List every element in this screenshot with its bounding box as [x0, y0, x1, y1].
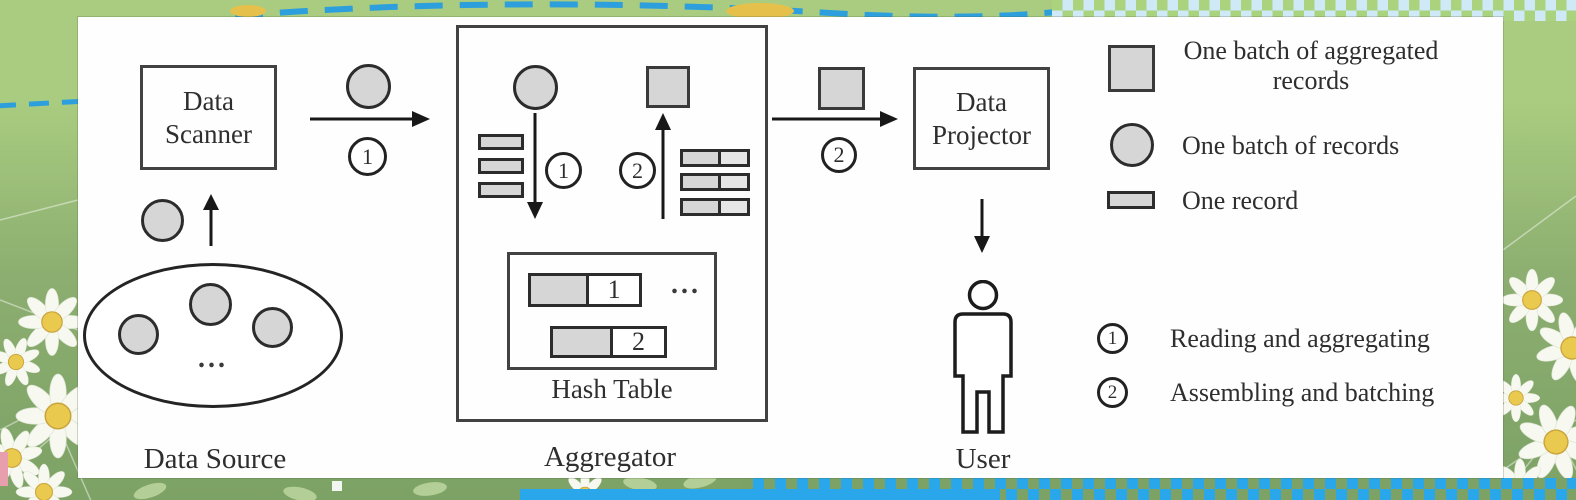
legend-record-label: One record — [1182, 186, 1299, 215]
legend-step-2-label: Assembling and batching — [1170, 378, 1435, 407]
data-source-label: Data Source — [143, 443, 287, 475]
data-scanner-label-line1: Data — [183, 85, 234, 116]
batch-of-records-icon — [118, 314, 159, 355]
aggregated-record-icon — [680, 149, 750, 167]
white-square-decoration — [332, 481, 342, 491]
flow2-arrow — [772, 111, 898, 127]
aggregator-label: Aggregator — [543, 441, 677, 473]
legend-batch-swatch — [1110, 123, 1154, 167]
step-1-badge: 1 — [348, 137, 387, 176]
legend-aggregated-batch-swatch — [1108, 45, 1155, 92]
pink-sliver-decoration — [0, 452, 8, 486]
legend-aggregated-batch-label: One batch of aggregated records — [1183, 36, 1439, 95]
aggregated-batch-square-icon — [818, 67, 865, 110]
legend-batch-label: One batch of records — [1182, 131, 1400, 160]
data-projector-box: Data Projector — [913, 67, 1050, 170]
aggregator-step-1-badge: 1 — [545, 152, 582, 189]
hash-entry-key-cell: 2 — [631, 327, 645, 356]
hash-entry-record-cell — [553, 329, 613, 355]
aggregated-record-icon — [680, 173, 750, 191]
legend-step-2-badge: 2 — [1097, 377, 1128, 408]
hash-entry-record-cell — [531, 276, 590, 304]
legend-step-1-badge: 1 — [1097, 323, 1128, 354]
legend-record-swatch — [1107, 191, 1155, 209]
hash-table-label: Hash Table — [551, 374, 673, 404]
leaf-decoration — [282, 484, 318, 500]
user-label: User — [955, 443, 1011, 475]
source-to-scanner-arrow — [203, 194, 219, 246]
legend-step-1-label: Reading and aggregating — [1170, 324, 1430, 353]
daisy-flower — [17, 287, 87, 357]
aggregated-record-icon — [680, 198, 750, 216]
data-projector-label-line2: Projector — [932, 119, 1031, 150]
record-icon — [478, 158, 524, 174]
batch-of-records-icon — [141, 199, 184, 242]
aggregator-down-arrow — [527, 113, 543, 219]
top-checkerboard-strip — [1052, 0, 1576, 21]
aggregated-batch-square-icon — [646, 66, 690, 108]
dashed-blue-line-left — [0, 98, 87, 109]
data-source-ellipsis: ... — [198, 343, 228, 374]
data-scanner-box: Data Scanner — [140, 65, 277, 170]
figure-panel: Data Scanner ... Data Source 1 1 2 — [78, 17, 1503, 478]
record-icon — [478, 182, 524, 198]
data-scanner-label-line2: Scanner — [165, 118, 252, 149]
batch-of-records-icon — [252, 307, 293, 348]
step-2-badge: 2 — [821, 137, 857, 173]
leaf-decoration — [412, 480, 448, 498]
hash-table-entry: 1 — [528, 273, 642, 307]
batch-of-records-icon — [189, 283, 232, 326]
data-projector-label-line1: Data — [956, 86, 1007, 117]
batch-of-records-icon — [346, 64, 391, 109]
projector-to-user-arrow — [974, 199, 990, 253]
flow1-arrow — [310, 111, 430, 127]
dashed-blue-line-top — [234, 1, 1116, 20]
leaf-decoration — [131, 479, 169, 500]
record-icon — [478, 134, 524, 150]
hash-table-entry: 2 — [550, 326, 667, 358]
aggregator-step-2-badge: 2 — [619, 152, 656, 189]
batch-of-records-icon — [513, 65, 558, 110]
hash-table-ellipsis: ... — [671, 269, 701, 300]
daisy-flower — [1500, 268, 1564, 332]
hash-entry-key-cell: 1 — [607, 275, 621, 304]
bottom-blue-bar — [520, 489, 1000, 500]
aggregator-up-arrow — [655, 113, 671, 219]
user-person-icon — [953, 280, 1013, 434]
